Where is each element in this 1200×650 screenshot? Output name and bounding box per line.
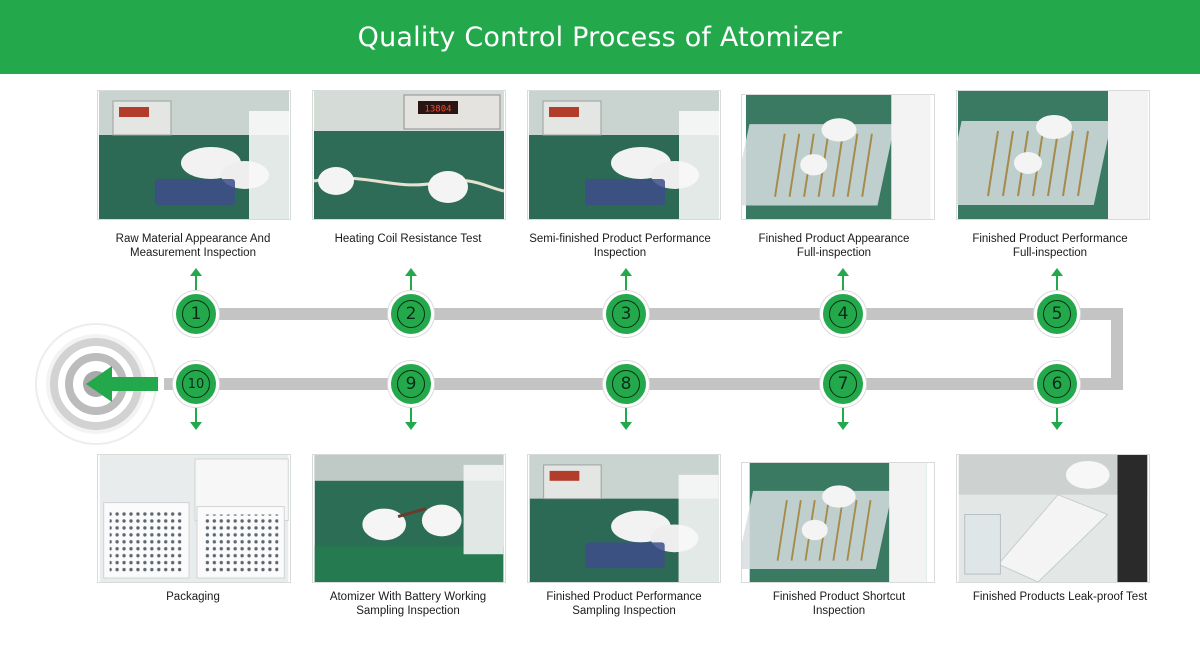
step-10-number: 10 xyxy=(182,370,210,398)
step-1-photo xyxy=(97,90,291,220)
step-6-photo xyxy=(956,454,1150,583)
step-3-marker: 3 xyxy=(603,291,649,337)
step-4-image xyxy=(742,95,934,219)
step-4-number: 4 xyxy=(829,300,857,328)
step-5-image xyxy=(957,91,1149,219)
step-5-number: 5 xyxy=(1043,300,1071,328)
step-2-up-arrow xyxy=(404,268,418,290)
step-9-down-arrow xyxy=(404,408,418,430)
step-7-number: 7 xyxy=(829,370,857,398)
step-10-marker: 10 xyxy=(173,361,219,407)
page-title: Quality Control Process of Atomizer xyxy=(358,22,843,53)
step-10-image xyxy=(98,455,290,582)
step-7-photo xyxy=(741,462,935,583)
step-6-number: 6 xyxy=(1043,370,1071,398)
step-8-marker: 8 xyxy=(603,361,649,407)
step-2-marker: 2 xyxy=(388,291,434,337)
step-5-up-arrow xyxy=(1050,268,1064,290)
step-8-number: 8 xyxy=(612,370,640,398)
target-icon xyxy=(34,322,158,446)
step-5-marker: 5 xyxy=(1034,291,1080,337)
step-1-number: 1 xyxy=(182,300,210,328)
step-2-image xyxy=(313,91,505,219)
step-4-photo xyxy=(741,94,935,220)
step-6-image xyxy=(957,455,1149,582)
step-6-down-arrow xyxy=(1050,408,1064,430)
step-3-image xyxy=(528,91,720,219)
step-8-down-arrow xyxy=(619,408,633,430)
step-9-marker: 9 xyxy=(388,361,434,407)
step-8-photo xyxy=(527,454,721,583)
flow-track-top xyxy=(196,308,1123,320)
step-10-down-arrow xyxy=(189,408,203,430)
step-9-number: 9 xyxy=(397,370,425,398)
step-6-caption: Finished Products Leak-proof Test xyxy=(955,590,1165,604)
step-9-photo xyxy=(312,454,506,583)
step-3-up-arrow xyxy=(619,268,633,290)
step-5-photo xyxy=(956,90,1150,220)
step-2-number: 2 xyxy=(397,300,425,328)
step-4-up-arrow xyxy=(836,268,850,290)
step-7-image xyxy=(742,463,934,582)
step-10-caption: Packaging xyxy=(88,590,298,604)
step-4-marker: 4 xyxy=(820,291,866,337)
step-1-up-arrow xyxy=(189,268,203,290)
step-9-image xyxy=(313,455,505,582)
step-7-down-arrow xyxy=(836,408,850,430)
title-banner: Quality Control Process of Atomizer xyxy=(0,0,1200,74)
step-1-image xyxy=(98,91,290,219)
step-10-photo xyxy=(97,454,291,583)
step-7-marker: 7 xyxy=(820,361,866,407)
step-3-number: 3 xyxy=(612,300,640,328)
step-6-marker: 6 xyxy=(1034,361,1080,407)
step-2-caption: Heating Coil Resistance Test xyxy=(303,232,513,246)
step-1-marker: 1 xyxy=(173,291,219,337)
step-2-photo xyxy=(312,90,506,220)
step-3-photo xyxy=(527,90,721,220)
step-8-image xyxy=(528,455,720,582)
